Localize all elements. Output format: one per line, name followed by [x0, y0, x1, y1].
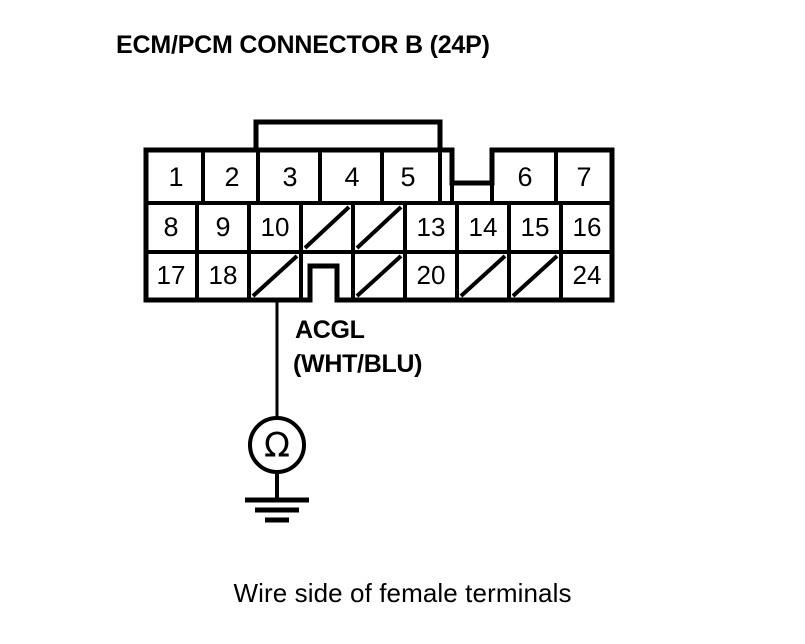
connector-row-1: 1 2 3 4 5 6 7: [146, 150, 612, 205]
chassis-ground-symbol: [245, 472, 309, 523]
wire-signal-label: ACGL: [295, 316, 365, 344]
page-title: ECM/PCM CONNECTOR B (24P): [116, 31, 490, 59]
pin-cell-13: 13: [417, 212, 446, 242]
blank-cavity-slash-19: [251, 254, 299, 298]
connector-row-3: 17 18 20 24: [157, 252, 602, 300]
pin-cell-1: 1: [168, 162, 183, 192]
wire-color-label: (WHT/BLU): [293, 350, 423, 378]
blank-cavity-slash-23: [511, 254, 559, 298]
pin-cell-10: 10: [261, 212, 290, 242]
pin-cell-9: 9: [215, 212, 230, 242]
pin-cell-5: 5: [400, 162, 415, 192]
pin-cell-4: 4: [344, 162, 359, 192]
diagram-caption: Wire side of female terminals: [233, 578, 572, 608]
connector-top-bracket: [253, 119, 443, 150]
ohmmeter-symbol: Ω: [248, 416, 306, 474]
pin-cell-24: 24: [573, 260, 602, 290]
connector-row-2: 8 9 10 13 14 15 16: [146, 203, 612, 254]
blank-cavity-slash-21: [355, 254, 403, 298]
pin-cell-20: 20: [417, 260, 446, 290]
pin-cell-6: 6: [517, 162, 532, 192]
pin-cell-18: 18: [209, 260, 238, 290]
blank-cavity-slash-11: [303, 205, 351, 250]
blank-cavity-slash-22: [459, 254, 507, 298]
pin-cell-8: 8: [163, 212, 178, 242]
pin-cell-2: 2: [224, 162, 239, 192]
pin-cell-14: 14: [469, 212, 498, 242]
pin-cell-17: 17: [157, 260, 186, 290]
pin-cell-7: 7: [576, 162, 591, 192]
pin-cell-3: 3: [282, 162, 297, 192]
pin-cell-15: 15: [521, 212, 550, 242]
pin-cell-16: 16: [573, 212, 602, 242]
ohm-glyph: Ω: [264, 426, 290, 466]
blank-cavity-slash-12: [355, 205, 403, 250]
